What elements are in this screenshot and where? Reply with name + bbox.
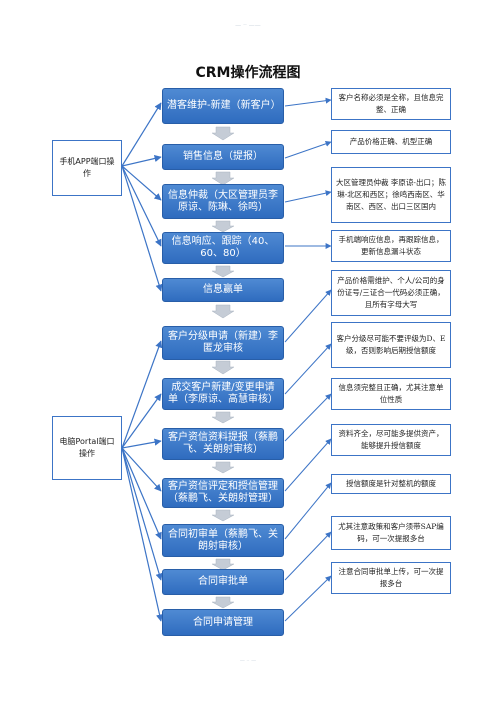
- page-header-mark: — ·· ——: [235, 22, 261, 29]
- page-footer-mark: — ·· —: [239, 658, 257, 664]
- flow-chevrons: [211, 126, 235, 609]
- note-customer-name: 客户名称必须是全称，且信息完整、正确: [331, 88, 451, 120]
- step-info-tracking: 信息响应、跟踪（40、60、80）: [162, 232, 284, 264]
- app-actor-arrows: [121, 102, 163, 292]
- step-credit-submission: 客户资信资料提报（蔡鹏飞、关朗射审核）: [162, 428, 284, 460]
- note-grading-warning: 客户分级尽可能不要评级为D、E级，否则影响后期授信额度: [331, 322, 451, 368]
- note-arbitration-regions: 大区管理员仲裁 李原谅-出口；陈琳-北区和西区；徐鸣西南区、华南区、西区、出口三…: [331, 167, 451, 223]
- note-credit-limit: 授信额度是针对整机的额度: [331, 474, 451, 494]
- step-credit-management: 客户资信评定和授信管理（蔡鹏飞、关朗射管理）: [162, 478, 284, 508]
- note-materials-complete: 资料齐全，尽可能多提供资产，能够提升授信额度: [331, 424, 451, 456]
- page-title: CRM操作流程图: [195, 65, 301, 81]
- note-policy-sap: 尤其注意政策和客户须带SAP编码，可一次提报多台: [331, 516, 451, 550]
- step-customer-grading: 客户分级申请（新建）李匿龙审核: [162, 326, 284, 360]
- step-customer-create-change: 成交客户新建/变更申请单（李原谅、高慧审核）: [162, 378, 284, 410]
- step-info-won: 信息赢单: [162, 278, 284, 302]
- portal-actor-arrows: [121, 340, 164, 622]
- step-lead-maintenance: 潜客维护-新建（新客户）: [162, 88, 284, 124]
- note-price-model: 产品价格正确、机型正确: [331, 130, 451, 154]
- step-contract-preliminary: 合同初审单（蔡鹏飞、关朗射审核）: [162, 524, 284, 557]
- actor-pc-portal: 电脑Portal端口操作: [52, 416, 122, 480]
- step-contract-management: 合同申请管理: [162, 609, 284, 636]
- step-contract-approval: 合同审批单: [162, 569, 284, 595]
- note-arrows: [284, 97, 332, 622]
- actor-mobile-app: 手机APP端口操作: [52, 140, 122, 196]
- step-sales-info: 销售信息（提报）: [162, 144, 284, 170]
- note-info-complete: 信息须完整且正确，尤其注意单位性质: [331, 378, 451, 410]
- step-info-arbitration: 信息仲裁（大区管理员李原谅、陈琳、徐鸣）: [162, 184, 284, 219]
- note-mobile-response: 手机端响应信息，再跟踪信息，更新信息漏斗状态: [331, 230, 451, 262]
- note-contract-upload: 注意合同审批单上传，可一次提报多台: [331, 562, 451, 594]
- note-price-id: 产品价格需维护、个人/公司的身份证号/三证合一代码必须正确，且所有字母大写: [331, 270, 451, 316]
